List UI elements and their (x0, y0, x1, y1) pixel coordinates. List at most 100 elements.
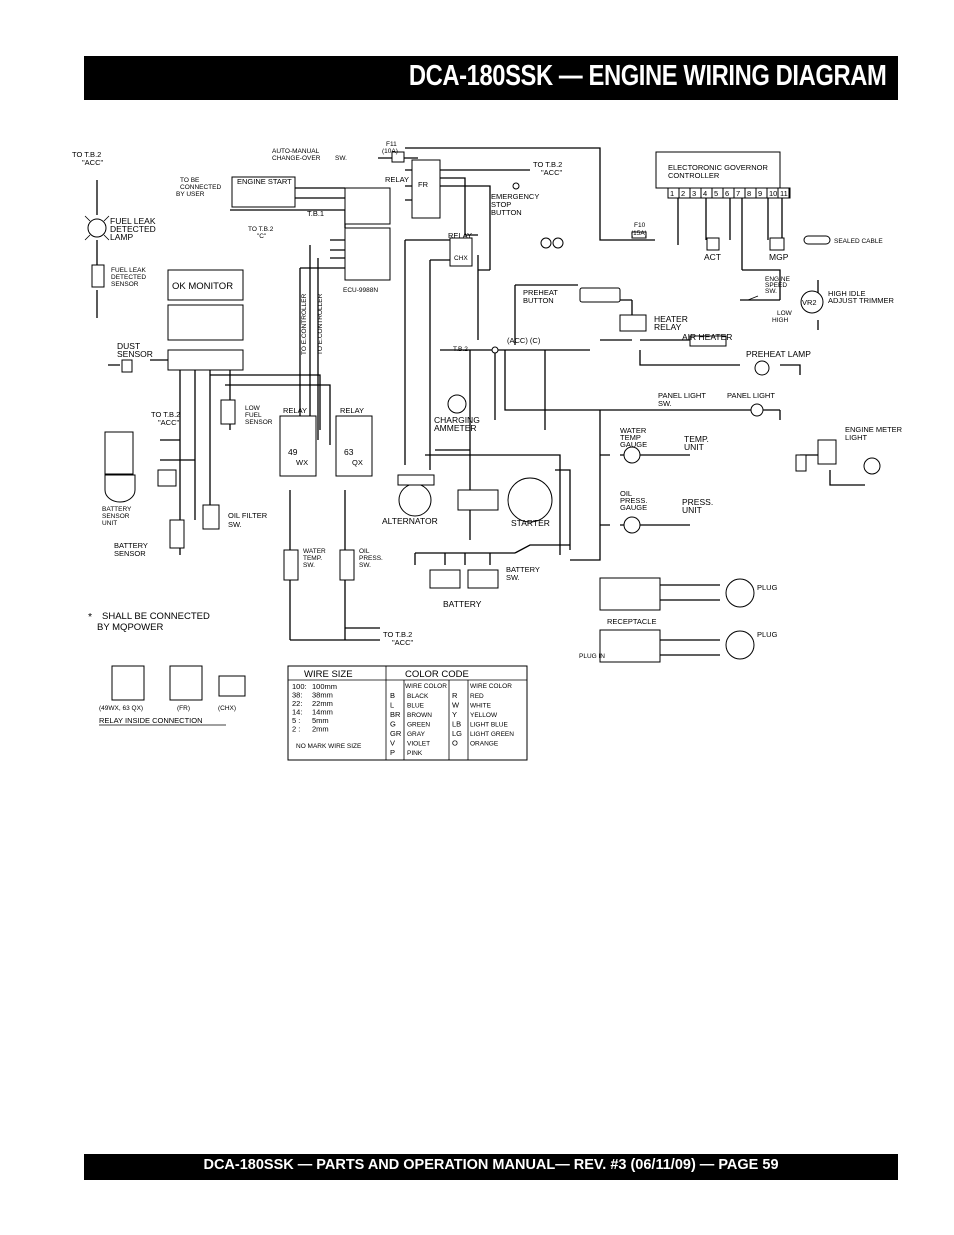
label-to-be: TO BE (180, 177, 200, 184)
label-governor-1: ELECTORONIC GOVERNOR (668, 163, 768, 172)
relay-63qx (335, 415, 373, 477)
color-code: Y (452, 710, 457, 719)
dust-sensor-icon (121, 359, 133, 373)
footer-text: DCA-180SSK — PARTS AND OPERATION MANUAL—… (203, 1157, 779, 1173)
wire-size-header: WIRE SIZE (304, 669, 353, 680)
label-fuel-sensor-3: SENSOR (111, 281, 139, 288)
label-press-unit-2: UNIT (682, 505, 702, 515)
color-name: GREEN (407, 722, 430, 729)
label-engine-start: ENGINE START (237, 177, 292, 186)
label-to-tb2-acc: TO T.B.2 (72, 150, 101, 159)
color-name: BLUE (407, 703, 425, 710)
label-relay-63: RELAY (340, 406, 364, 415)
label-auto-manual: AUTO-MANUAL (272, 148, 320, 155)
governor-terminal-cell (777, 187, 790, 199)
relay-chx (449, 237, 473, 267)
label-engine-speed-1: ENGINE (765, 276, 791, 283)
label-engine-speed-3: SW. (765, 288, 777, 295)
wire-size-code: 14: (292, 708, 302, 717)
color-code: W (452, 701, 460, 710)
label-heater-relay-1: HEATER (654, 314, 688, 324)
wire-size-value: 100mm (312, 682, 337, 691)
label-changeover: CHANGE-OVER (272, 155, 321, 162)
wire-size-code: 5 : (292, 716, 300, 725)
water-temp-switch-icon (283, 549, 299, 581)
label-acc-c: (ACC) (C) (507, 336, 541, 345)
color-subheader-left: WIRE COLOR (405, 683, 447, 690)
label-to-tb2-acc-2: TO T.B.2 (533, 160, 562, 169)
color-name: VIOLET (407, 741, 430, 748)
label-high: HIGH (772, 317, 789, 324)
label-by-user: BY USER (176, 191, 205, 198)
governor-terminal-label: 6 (725, 189, 729, 198)
label-relay-chx: RELAY (448, 231, 472, 240)
color-code: BR (390, 710, 401, 719)
color-name: LIGHT BLUE (470, 722, 508, 729)
label-shall-be-2: BY MQPOWER (97, 622, 163, 633)
label-plug-in: PLUG IN (579, 653, 605, 660)
label-water-gauge-1: WATER (620, 426, 647, 435)
oil-press-gauge-icon (623, 516, 641, 534)
label-mgp: MGP (769, 252, 789, 262)
label-fuel-leak-3: LAMP (110, 232, 133, 242)
label-water-gauge-2: TEMP (620, 433, 641, 442)
label-air-heater: AIR HEATER (682, 332, 732, 342)
governor-terminal-label: 9 (758, 189, 762, 198)
label-oil-gauge-2: PRESS. (620, 496, 648, 505)
label-fuel-leak-1: FUEL LEAK (110, 216, 156, 226)
color-code: LG (452, 729, 462, 738)
oil-press-switch-icon (339, 549, 355, 581)
label-sealed-cable: SEALED CABLE (834, 238, 883, 245)
label-fuel-leak-2: DETECTED (110, 224, 156, 234)
preheat-button-icon (579, 287, 621, 303)
plug-2-icon (725, 630, 755, 660)
label-high-idle-2: ADJUST TRIMMER (828, 296, 895, 305)
label-engine-meter-1: ENGINE METER (845, 425, 903, 434)
label-emergency: EMERGENCY (491, 192, 539, 201)
label-fuel-sensor-2: DETECTED (111, 274, 146, 281)
color-code: G (390, 720, 396, 729)
label-low-fuel-2: FUEL (245, 412, 262, 419)
label-water-sw-3: SW. (303, 562, 315, 569)
label-dust-1: DUST (117, 341, 140, 351)
label-f11-amp: (10A) (382, 148, 398, 155)
emergency-stop-button-icon (512, 182, 520, 190)
label-to-tb2-c: TO T.B.2 (248, 226, 274, 233)
label-plug-2: PLUG (757, 630, 778, 639)
engine-start-switch (231, 176, 296, 208)
color-code: B (390, 691, 395, 700)
relay-49wx (279, 415, 317, 477)
label-c: "C" (257, 233, 267, 240)
label-wx: WX (296, 458, 308, 467)
label-oil-filter-2: SW. (228, 520, 242, 529)
battery-2-icon (467, 569, 499, 589)
label-relay-49: RELAY (283, 406, 307, 415)
label-button: BUTTON (491, 208, 522, 217)
color-name: YELLOW (470, 712, 498, 719)
label-fr: FR (418, 180, 429, 189)
wire-size-code: 2 : (292, 725, 300, 734)
label-vr2: VR2 (802, 298, 817, 307)
label-temp-unit-2: UNIT (684, 442, 704, 452)
battery-sensor-unit (104, 431, 134, 475)
wire-size-value: 22mm (312, 699, 333, 708)
engine-meter-light-connector (817, 439, 837, 465)
legend-tables: WIRE SIZE COLOR CODE WIRE COLOR WIRE COL… (287, 665, 528, 761)
label-shall-be-1: SHALL BE CONNECTED (102, 611, 210, 622)
label-connected: CONNECTED (180, 184, 221, 191)
ecu-module (344, 227, 391, 281)
tb1-connector (344, 187, 391, 225)
label-relay-inside: RELAY INSIDE CONNECTION (99, 716, 203, 725)
sealed-cable-icon (803, 235, 831, 245)
label-heater-relay-2: RELAY (654, 322, 682, 332)
label-water-sw-1: WATER (303, 548, 326, 555)
wire-size-value: 5mm (312, 716, 329, 725)
color-code: LB (452, 720, 461, 729)
label-f10: F10 (634, 222, 646, 229)
label-receptacle: RECEPTACLE (607, 617, 656, 626)
color-code: R (452, 691, 458, 700)
label-preheat-button-1: PREHEAT (523, 288, 558, 297)
wire-size-value: 14mm (312, 708, 333, 717)
